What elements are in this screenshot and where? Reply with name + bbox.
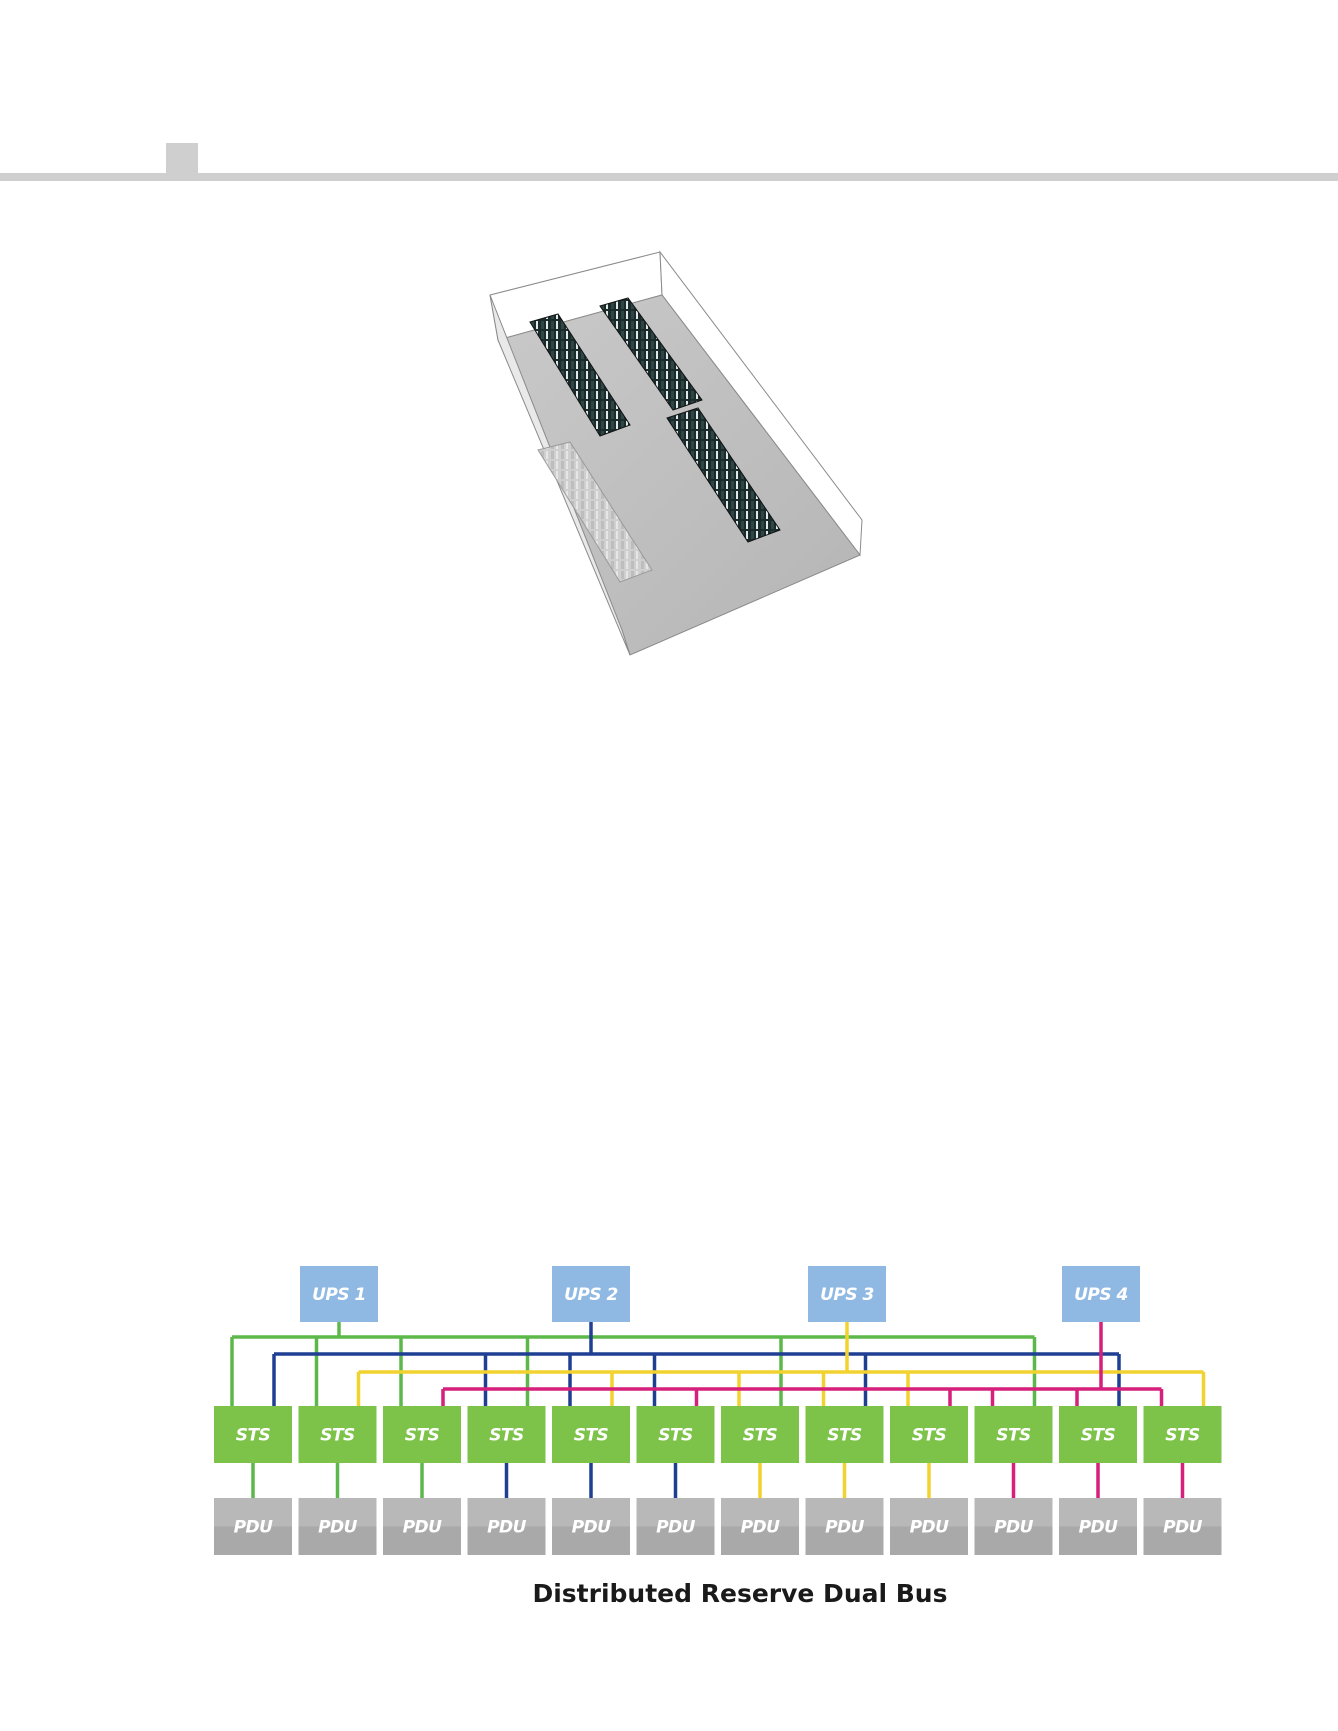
sts-label: STS: [996, 1426, 1031, 1446]
sts-label: STS: [827, 1426, 862, 1446]
sts-box: STS: [974, 1406, 1053, 1463]
sts-box: STS: [890, 1406, 968, 1463]
pdu-label: PDU: [1163, 1518, 1203, 1538]
pdu-label: PDU: [234, 1518, 274, 1538]
pdu-box: PDU: [467, 1498, 546, 1555]
pdu-box: PDU: [636, 1498, 715, 1555]
ups-box-4: UPS 4: [1062, 1266, 1140, 1322]
sts-label: STS: [574, 1426, 609, 1446]
header-rule: [0, 173, 1338, 181]
pdu-label: PDU: [318, 1518, 358, 1538]
sts-label: STS: [236, 1426, 271, 1446]
pdu-box: PDU: [1059, 1498, 1137, 1555]
rack-row-2: [599, 297, 703, 411]
bus-lines: [230, 1322, 1206, 1498]
equipment-boxes: UPS 1 UPS 2 UPS 3 UPS 4 STS PDU STS PDU STS PDU ST…: [214, 1266, 1222, 1555]
ups-box-1: UPS 1: [300, 1266, 378, 1322]
ups-label: UPS 2: [564, 1285, 618, 1305]
pdu-box: PDU: [890, 1498, 968, 1555]
sts-label: STS: [1081, 1426, 1116, 1446]
pdu-box: PDU: [1143, 1498, 1222, 1555]
pdu-box: PDU: [721, 1498, 799, 1555]
sts-label: STS: [405, 1426, 440, 1446]
sts-box: STS: [383, 1406, 461, 1463]
pdu-box: PDU: [214, 1498, 292, 1555]
ups-box-3: UPS 3: [808, 1266, 886, 1322]
sts-box: STS: [552, 1406, 630, 1463]
sts-box: STS: [721, 1406, 799, 1463]
pdu-box: PDU: [552, 1498, 630, 1555]
sts-label: STS: [489, 1426, 524, 1446]
sts-label: STS: [743, 1426, 778, 1446]
pdu-box: PDU: [298, 1498, 377, 1555]
pdu-label: PDU: [403, 1518, 443, 1538]
diagram-title: Distributed Reserve Dual Bus: [532, 1579, 947, 1608]
data-center-room-illustration: [489, 250, 863, 656]
pdu-label: PDU: [825, 1518, 865, 1538]
sts-box: STS: [467, 1406, 546, 1463]
header-tab: [166, 143, 198, 181]
pdu-label: PDU: [572, 1518, 612, 1538]
sts-label: STS: [1165, 1426, 1200, 1446]
sts-label: STS: [320, 1426, 355, 1446]
pdu-label: PDU: [487, 1518, 527, 1538]
pdu-label: PDU: [1079, 1518, 1119, 1538]
rack-row-4: [666, 407, 781, 543]
pdu-label: PDU: [741, 1518, 781, 1538]
sts-label: STS: [912, 1426, 947, 1446]
sts-box: STS: [636, 1406, 715, 1463]
sts-box: STS: [805, 1406, 884, 1463]
rack-row-1: [529, 313, 631, 437]
power-distribution-diagram: UPS 1 UPS 2 UPS 3 UPS 4 STS PDU STS PDU STS PDU ST…: [214, 1266, 1222, 1608]
pdu-box: PDU: [805, 1498, 884, 1555]
pdu-label: PDU: [994, 1518, 1034, 1538]
ups-label: UPS 4: [1074, 1285, 1128, 1305]
ups-label: UPS 1: [312, 1285, 366, 1305]
ups-label: UPS 3: [820, 1285, 874, 1305]
sts-label: STS: [658, 1426, 693, 1446]
rack-row-3: [537, 441, 653, 583]
pdu-label: PDU: [656, 1518, 696, 1538]
pdu-box: PDU: [974, 1498, 1053, 1555]
pdu-label: PDU: [910, 1518, 950, 1538]
sts-box: STS: [214, 1406, 292, 1463]
sts-box: STS: [298, 1406, 377, 1463]
sts-box: STS: [1143, 1406, 1222, 1463]
pdu-box: PDU: [383, 1498, 461, 1555]
sts-box: STS: [1059, 1406, 1137, 1463]
ups-box-2: UPS 2: [552, 1266, 630, 1322]
